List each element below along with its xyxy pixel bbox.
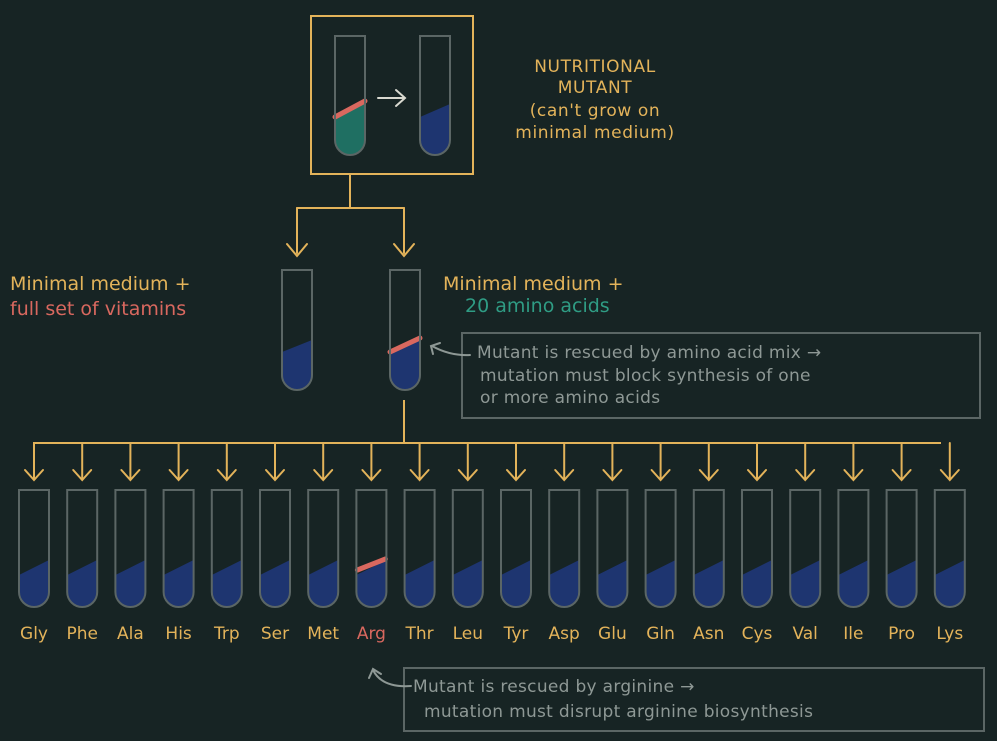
arrow-gly-icon [24,442,44,482]
amino-acid-label-ile: Ile [843,624,864,644]
arrow-cys-icon [747,442,767,482]
amino-acid-connector [33,400,941,444]
amino-acid-label-pro: Pro [888,624,916,644]
mutant-desc-line1: (can't grow on [529,101,661,121]
amino-acid-label-ala: Ala [117,624,144,644]
test-tube-ala [114,489,147,608]
note-amino-line1: Mutant is rescued by amino acid mix → [477,343,822,363]
amino-acid-tubes [18,489,966,608]
arrow-asp-icon [554,442,575,482]
test-tube-original [332,35,368,156]
arrow-lys-icon [939,442,960,482]
note-arginine-line2: mutation must disrupt arginine biosynthe… [424,702,814,722]
test-tube-minimal-medium [419,35,451,156]
vitamins-label-line1: Minimal medium + [10,273,191,295]
note-amino-line3: or more amino acids [480,388,661,408]
test-tube-vitamins [281,269,313,391]
amino-acid-arrows [24,442,960,482]
arrow-tyr-icon [506,442,526,482]
amino-acid-label-thr: Thr [405,624,434,644]
amino-acid-label-glu: Glu [598,624,627,644]
arrow-arg-icon [361,442,382,482]
test-tube-arg [354,489,388,608]
note-box-amino [461,332,981,419]
arrow-ser-icon [265,442,285,482]
note-pointer-arginine-icon [368,667,412,688]
arrow-asn-icon [698,442,719,482]
test-tube-gln [644,489,677,608]
vitamins-label-line2: full set of vitamins [10,298,187,320]
amino-acid-label-leu: Leu [452,624,483,644]
test-tube-phe [66,489,99,608]
arrow-gln-icon [650,442,671,482]
amino-acid-label-asn: Asn [693,624,725,644]
test-tube-cys [741,489,773,608]
note-pointer-amino-icon [429,342,471,357]
test-tube-thr [403,489,436,608]
arrow-phe-icon [72,442,93,482]
arrow-ala-icon [120,442,141,482]
note-arginine-line1: Mutant is rescued by arginine → [413,677,695,697]
amino-acid-label-phe: Phe [66,624,98,644]
test-tube-amino-acids [387,269,423,391]
transfer-arrow-icon [377,89,407,107]
mutant-desc-line2: minimal medium) [515,123,675,143]
amino-acid-label-asp: Asp [548,624,580,644]
test-tube-ser [259,489,291,608]
test-tube-lys [933,489,966,608]
amino-label-line1: Minimal medium + [443,273,624,295]
test-tube-gly [18,489,50,608]
mutant-title-line2: MUTANT [557,78,633,98]
test-tube-met [307,489,340,608]
mutant-box [310,15,474,175]
amino-acid-label-his: His [165,624,192,644]
test-tube-val [789,489,822,608]
mutant-title-line1: NUTRITIONAL [534,57,656,77]
arrow-met-icon [313,442,334,482]
test-tube-asn [692,489,725,608]
test-tube-ile [837,489,870,608]
test-tube-leu [451,489,484,608]
arrow-pro-icon [891,442,912,482]
amino-acid-label-trp: Trp [213,624,240,644]
test-tube-his [162,489,195,608]
note-box-arginine [403,667,985,732]
amino-acid-label-ser: Ser [260,624,290,644]
amino-acid-label-gln: Gln [646,624,675,644]
amino-acid-label-gly: Gly [20,624,48,644]
test-tube-glu [596,489,629,608]
amino-acid-label-val: Val [792,624,818,644]
test-tube-trp [210,489,243,608]
amino-acid-label-met: Met [307,624,340,644]
test-tube-tyr [500,489,532,608]
arrow-glu-icon [602,442,623,482]
arrow-val-icon [795,442,816,482]
test-tube-pro [885,489,918,608]
amino-acid-label-lys: Lys [936,624,964,644]
amino-label-line2: 20 amino acids [465,295,610,317]
amino-acid-label-tyr: Tyr [503,624,529,644]
arrow-his-icon [168,442,189,482]
branch-connector [286,173,415,258]
amino-acid-label-arg: Arg [356,624,386,644]
amino-acid-label-cys: Cys [741,624,773,644]
arrow-ile-icon [843,442,864,482]
test-tube-asp [548,489,581,608]
arrow-trp-icon [216,442,237,482]
arrow-leu-icon [457,442,478,482]
arrow-thr-icon [409,442,430,482]
note-amino-line2: mutation must block synthesis of one [480,366,811,386]
